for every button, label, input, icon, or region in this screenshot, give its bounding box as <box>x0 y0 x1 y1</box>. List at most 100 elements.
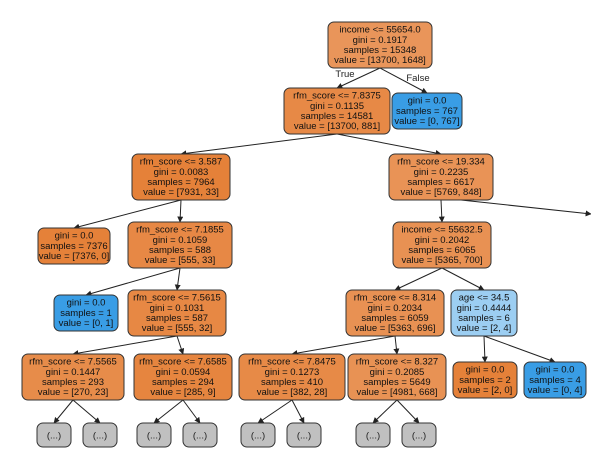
node-box <box>53 294 119 332</box>
edge-n12-e3 <box>153 399 184 424</box>
ellipsis-box <box>182 422 218 448</box>
node-line: samples = 1 <box>60 308 112 319</box>
node-box <box>391 92 463 130</box>
edge-n5-n7 <box>85 267 181 297</box>
ellipsis-label: (...) <box>47 431 61 442</box>
edge-n14-e7 <box>372 399 398 424</box>
node-line: rfm_score <= 8.327 <box>356 357 438 368</box>
ellipsis-box <box>401 422 437 448</box>
node-box <box>452 361 518 399</box>
node-line: value = [5769, 848] <box>400 187 481 198</box>
node-line: samples = 15348 <box>344 45 417 56</box>
ellipsis-box <box>355 422 391 448</box>
node-line: rfm_score <= 7.5615 <box>133 293 221 304</box>
edge-n8-n12 <box>176 335 185 355</box>
ellipsis-label: (...) <box>297 431 311 442</box>
node-line: value = [2, 0] <box>458 385 513 396</box>
node-line: samples = 588 <box>149 245 211 256</box>
edge-n2-n4 <box>73 199 182 230</box>
node-line: rfm_score <= 3.587 <box>140 157 222 168</box>
ellipsis-label: (...) <box>147 431 161 442</box>
node-line: gini = 0.1273 <box>265 367 320 378</box>
node-box <box>131 153 231 201</box>
node-line: value = [7376, 0] <box>39 251 110 262</box>
node-line: value = [285, 9] <box>150 387 215 398</box>
ellipsis-label: (...) <box>412 431 426 442</box>
node-box <box>345 289 445 337</box>
edge-n8-n11 <box>72 335 178 357</box>
ellipsis-label: (...) <box>366 431 380 442</box>
node-line: value = [4981, 668] <box>356 387 437 398</box>
ellipsis-node: (...) <box>355 422 391 448</box>
ellipsis-node: (...) <box>286 422 322 448</box>
node-line: gini = 0.0 <box>408 96 447 107</box>
node-line: samples = 6065 <box>408 245 475 256</box>
node-line: gini = 0.0 <box>55 231 94 242</box>
node-box <box>388 153 494 201</box>
node-line: samples = 410 <box>261 377 323 388</box>
node-line: value = [0, 767] <box>394 116 459 127</box>
node-line: income <= 55632.5 <box>401 225 482 236</box>
ellipsis-node: (...) <box>240 422 276 448</box>
node-line: samples = 767 <box>396 106 458 117</box>
node-box <box>21 353 125 401</box>
node-line: value = [5365, 700] <box>401 255 482 266</box>
node-line: rfm_score <= 8.314 <box>354 293 436 304</box>
node-line: gini = 0.2042 <box>415 235 470 246</box>
edge-n11-e2 <box>72 399 101 424</box>
edge-label-false: False <box>406 73 429 84</box>
node-line: samples = 14581 <box>301 111 374 122</box>
node-line: gini = 0.0083 <box>154 167 209 178</box>
node-box <box>523 361 587 399</box>
node-box <box>392 221 492 269</box>
edge-n6-n9 <box>394 267 443 291</box>
node-line: rfm_score <= 7.6585 <box>139 357 227 368</box>
node-box <box>127 221 233 269</box>
edge-labels: True False <box>335 69 429 84</box>
node-line: value = [13700, 881] <box>294 121 380 132</box>
node-line: income <= 55654.0 <box>339 25 420 36</box>
node-line: gini = 0.0 <box>536 365 575 376</box>
ellipsis-box <box>286 422 322 448</box>
node-line: samples = 7376 <box>40 241 107 252</box>
edge-n11-e1 <box>53 399 74 424</box>
edge-n3-n6 <box>438 199 445 223</box>
edge-n10-n16 <box>483 335 556 363</box>
node-line: samples = 6059 <box>361 313 428 324</box>
node-line: rfm_score <= 19.334 <box>397 157 485 168</box>
node-line: samples = 6 <box>458 313 510 324</box>
edge-n9-n14 <box>393 335 400 355</box>
edge-n13-e6 <box>291 399 305 424</box>
node-line: gini = 0.1031 <box>150 303 205 314</box>
node-line: rfm_score <= 7.8475 <box>248 357 336 368</box>
ellipsis-label: (...) <box>193 431 207 442</box>
edge-n9-n13 <box>291 335 396 357</box>
node-line: samples = 7964 <box>147 177 214 188</box>
ellipsis-box <box>82 422 118 448</box>
node-line: rfm_score <= 7.5565 <box>29 357 117 368</box>
node-line: value = [555, 32] <box>142 323 213 334</box>
node-line: value = [0, 4] <box>528 385 583 396</box>
edge-root-false_leaf <box>379 67 428 94</box>
node-line: samples = 293 <box>42 377 104 388</box>
node-line: gini = 0.2034 <box>368 303 423 314</box>
node-line: samples = 294 <box>152 377 214 388</box>
node-line: gini = 0.0 <box>67 298 106 309</box>
node-line: gini = 0.0 <box>466 365 505 376</box>
edge-n3-offscreen <box>460 199 591 217</box>
node-line: gini = 0.2085 <box>370 367 425 378</box>
